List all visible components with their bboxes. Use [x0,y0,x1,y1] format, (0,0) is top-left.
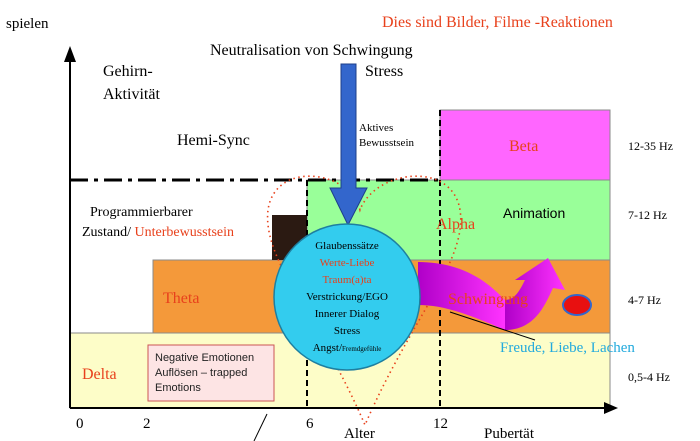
beta-label: Beta [509,138,538,155]
programmier-line-1: Programmierbarer [90,205,193,220]
negative-box-line-2: Auflösen – trapped [155,367,247,379]
delta-label: Delta [82,366,117,383]
x-tick-6: 6 [306,416,314,432]
beta-band [439,109,611,181]
programmier-line-2: Zustand/ Unterbewusstsein [82,225,234,240]
circle-line-5: Innerer Dialog [315,308,380,320]
x-tick-2: 2 [143,416,151,432]
y-axis-arrowhead [64,46,76,62]
negative-box-line-3: Emotions [155,382,201,394]
pubertaet-label: Pubertät [484,426,535,441]
pointer-line-freude [449,311,536,341]
x-tick-12: 12 [433,416,448,432]
red-dot [562,294,592,316]
programmier-line-2a: Zustand/ [82,225,135,240]
frequency-theta: 4-7 Hz [628,293,661,307]
gehirn-line-2: Aktivität [103,86,160,103]
central-circle [273,223,421,371]
negative-box-line-1: Negative Emotionen [155,352,254,364]
gehirn-line-1: Gehirn- [103,63,153,80]
theta-label: Theta [163,290,199,307]
aktives-line-2: Bewusstsein [359,137,415,149]
y-axis-label: spielen [6,16,49,32]
circle-line-3: Traum(a)ta [322,274,371,286]
x-tick-0: 0 [76,416,84,432]
freude-label: Freude, Liebe, Lachen [500,340,635,356]
circle-line-2: Werte-Liebe [320,257,375,269]
curved-arrow-tail [505,258,565,330]
x-axis-arrowhead [604,402,618,414]
blue-down-arrow [329,63,368,227]
neutralisation-line-2: Stress [365,63,403,80]
subtitle-red: Dies sind Bilder, Filme -Reaktionen [382,14,613,31]
neutralisation-line-1: Neutralisation von Schwingung [210,42,413,59]
heart-outline [266,175,462,428]
pointer-line-negative [253,413,268,441]
circle-line-6: Stress [334,325,360,337]
aktives-line-1: Aktives [359,122,393,134]
animation-label: Animation [503,205,565,221]
programmier-line-2b: Unterbewusstsein [135,225,235,240]
frequency-beta: 12-35 Hz [628,139,673,153]
alter-label: Alter [344,426,375,441]
circle-line-1: Glaubenssätze [315,240,379,252]
alpha-label: Alpha [436,216,475,233]
circle-line-4: Verstrickung/EGO [306,291,388,303]
frequency-alpha: 7-12 Hz [628,208,667,222]
circle-line-7a: Angst/ [313,342,343,354]
frequency-delta: 0,5-4 Hz [628,370,670,384]
circle-line-7: Angst/Fremdgefühle [313,342,382,354]
negative-emotions-box [147,344,275,402]
hemisync-label: Hemi-Sync [177,132,250,149]
circle-line-7b: Fremdgefühle [342,345,381,353]
curved-arrow [418,262,505,330]
schwingung-label: Schwingung [448,291,528,308]
